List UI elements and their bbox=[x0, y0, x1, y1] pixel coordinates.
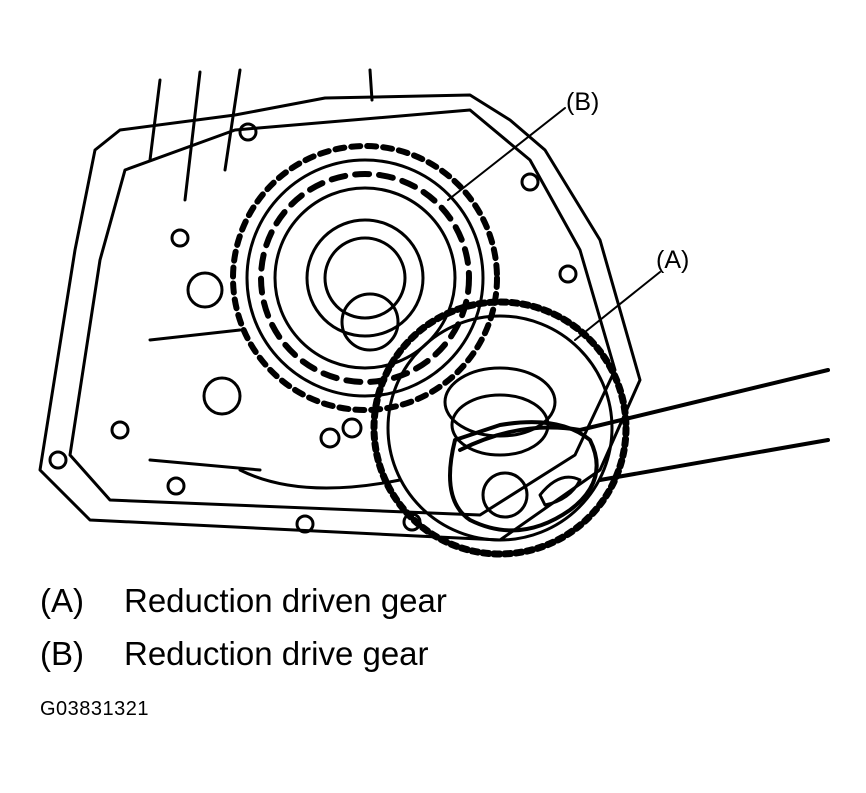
legend-key-b: (B) bbox=[40, 635, 84, 672]
boss-left bbox=[186, 271, 224, 309]
callout-label-b: (B) bbox=[566, 88, 599, 116]
transmission-case-outline bbox=[38, 93, 642, 542]
legend-text-a: Reduction driven gear bbox=[124, 582, 447, 619]
boss-lower bbox=[202, 376, 242, 416]
reduction-drive-gear-b bbox=[230, 143, 500, 413]
leader-line-b bbox=[447, 107, 566, 201]
legend-item-b: (B) Reduction drive gear bbox=[40, 634, 429, 674]
pin-2 bbox=[341, 417, 363, 439]
figure-id: G03831321 bbox=[40, 698, 150, 720]
case-rib-lines bbox=[148, 328, 402, 490]
leader-line-a bbox=[574, 271, 661, 341]
transmission-illustration: (B) (A) bbox=[38, 68, 830, 558]
callout-label-a: (A) bbox=[656, 246, 689, 274]
legend-text-b: Reduction drive gear bbox=[124, 635, 429, 672]
case-sidewall-lines bbox=[148, 68, 374, 202]
case-inner-flange bbox=[68, 108, 617, 517]
legend-item-a: (A) Reduction driven gear bbox=[40, 581, 447, 621]
legend-key-a: (A) bbox=[40, 582, 84, 619]
pin-1 bbox=[319, 427, 341, 449]
wrench-tool bbox=[448, 368, 830, 533]
